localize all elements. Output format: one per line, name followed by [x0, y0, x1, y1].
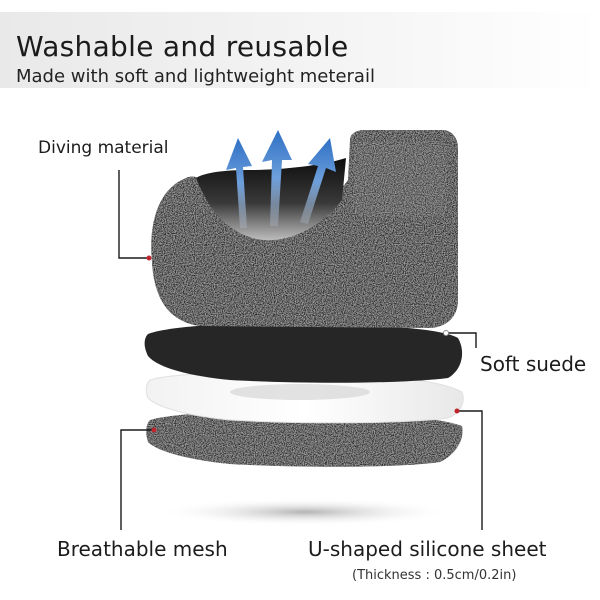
page-title: Washable and reusable [16, 30, 349, 63]
breathable-mesh-pointer-line [120, 429, 154, 530]
soft-suede-pointer-line [446, 332, 477, 348]
thickness-note: (Thickness : 0.5cm/0.2in) [352, 568, 517, 583]
breathable-mesh-pointer-dot [151, 427, 157, 433]
airflow-arrow-center-icon [262, 130, 292, 226]
silicone-sheet-label: U-shaped silicone sheet [308, 537, 547, 561]
page-subtitle: Made with soft and lightweight meterail [16, 66, 375, 87]
airflow-arrows [226, 130, 336, 228]
breathable-mesh-layer [146, 411, 463, 467]
airflow-arrow-right-icon [300, 138, 336, 224]
soft-suede-layer [144, 323, 463, 383]
header-banner: Washable and reusable Made with soft and… [0, 12, 600, 88]
ground-shadow [155, 498, 455, 526]
diving-material-pointer-dot [146, 255, 152, 261]
silicone-sheet-pointer-dot [454, 408, 460, 414]
breathable-mesh-label: Breathable mesh [57, 537, 228, 561]
silicone-u-hole [230, 384, 370, 400]
airflow-arrow-left-icon [226, 138, 252, 228]
silicone-sheet-pointer-line [457, 410, 483, 530]
diving-material-pointer-line [118, 170, 149, 259]
strap-panel [351, 139, 449, 219]
diving-material-label: Diving material [38, 138, 169, 158]
soft-suede-pointer-dot [443, 330, 449, 336]
soft-suede-label: Soft suede [480, 352, 587, 376]
